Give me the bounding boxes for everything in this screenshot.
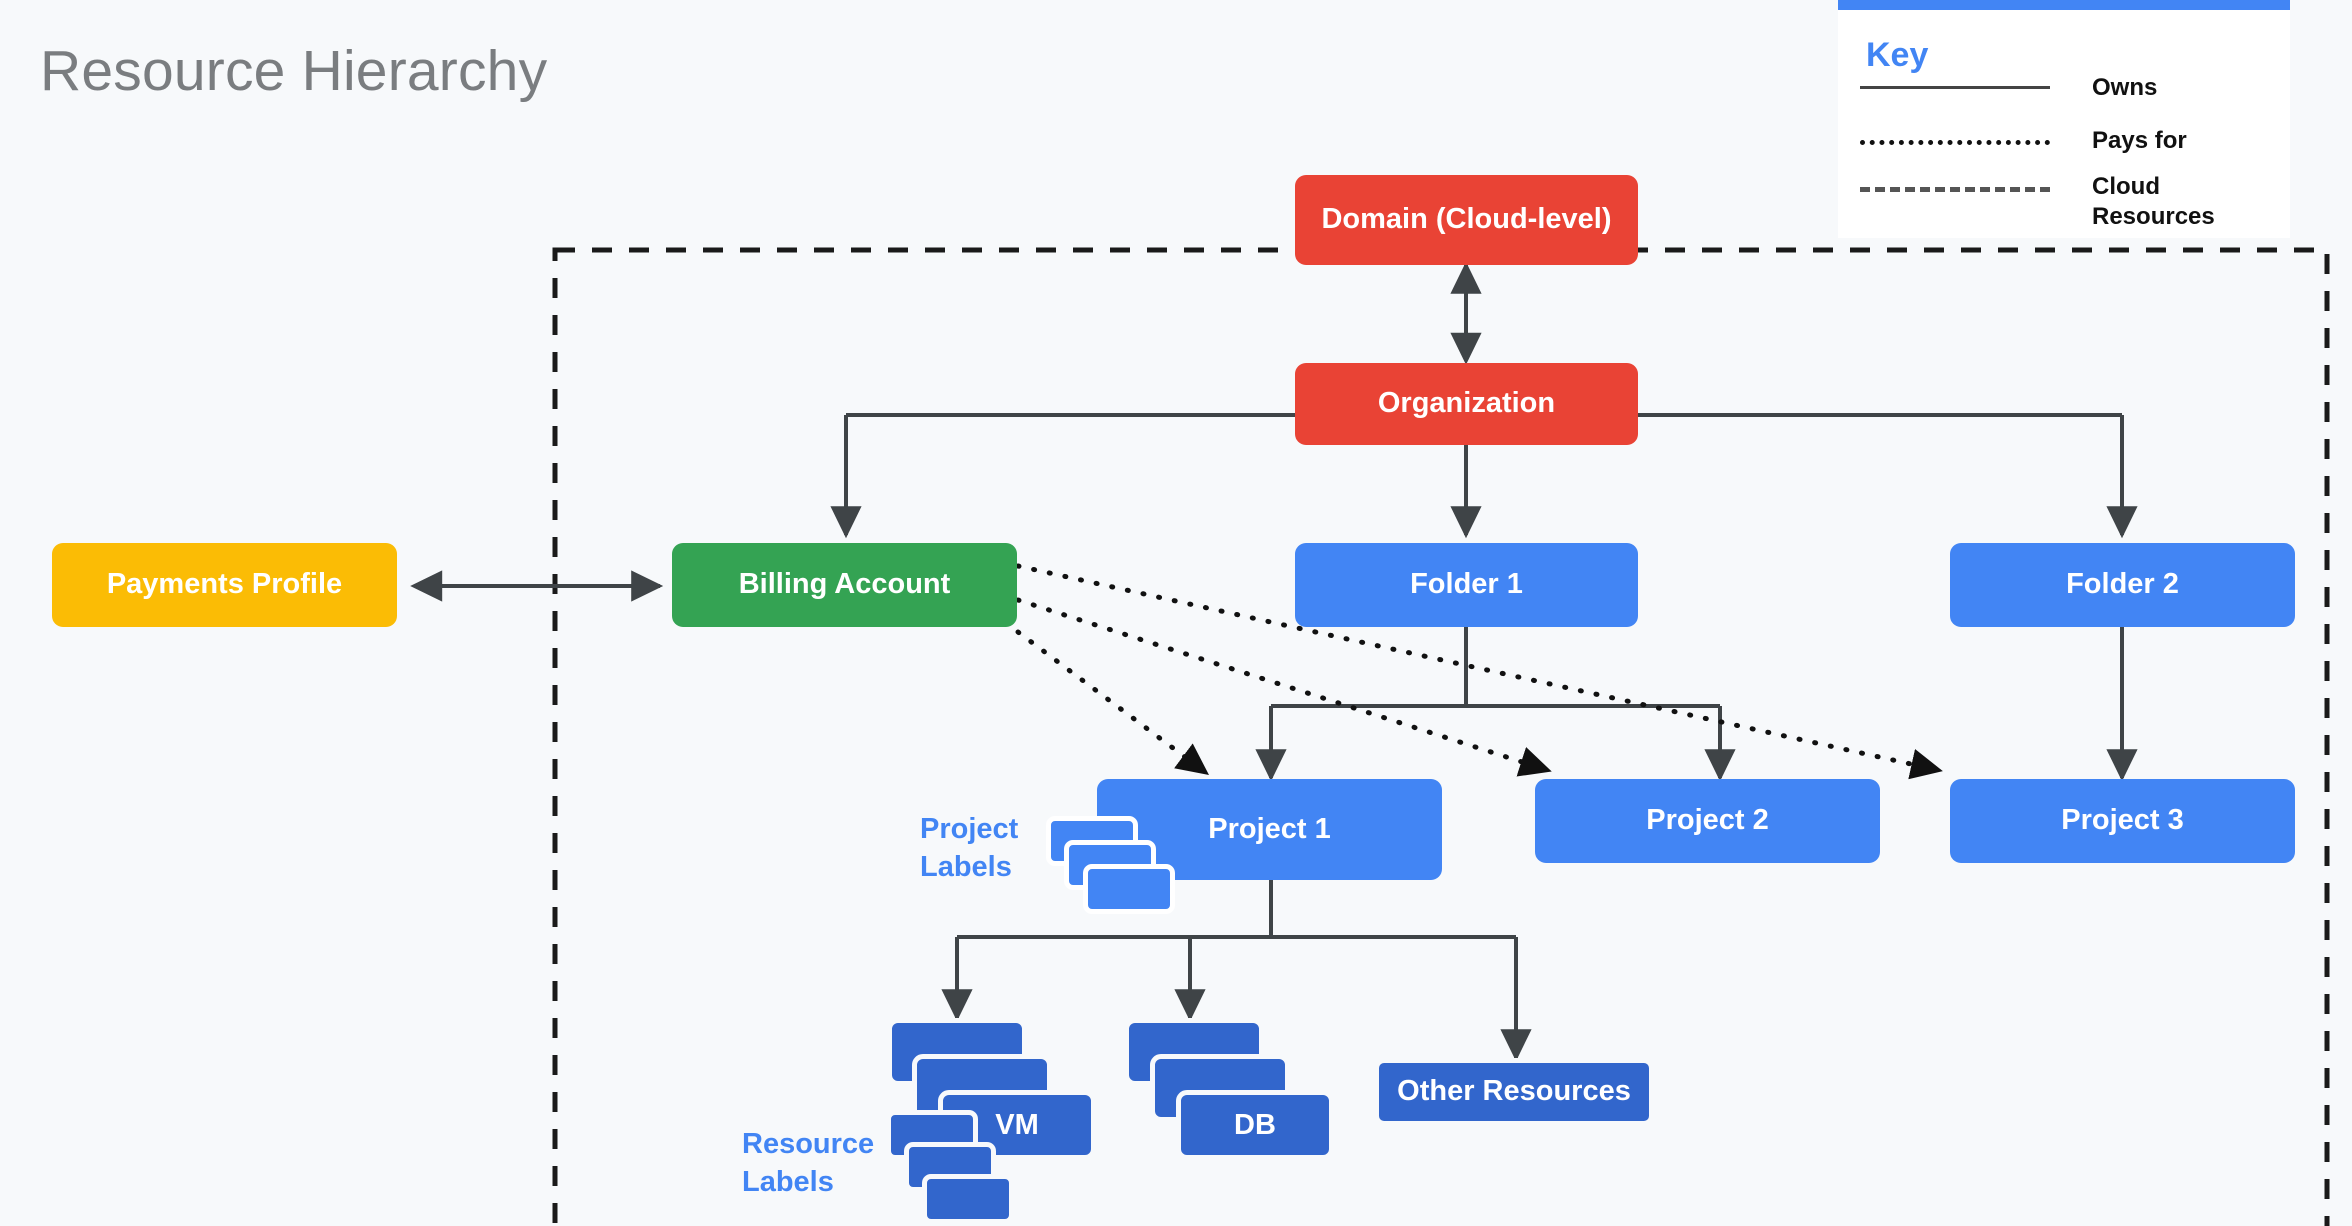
edge-billing-pays-project3 [1015,563,1943,780]
key-line-cloud-resources [1860,187,2050,192]
project-label-tile-3 [1083,864,1175,914]
node-domain[interactable]: Domain (Cloud-level) [1295,175,1638,265]
key-title: Key [1866,36,1929,74]
key-line-pays-for [1860,140,2050,145]
key-label-owns: Owns [2092,74,2158,101]
node-folder-2[interactable]: Folder 2 [1950,543,2295,627]
resource-labels-line-2: Labels [742,1166,834,1199]
node-db[interactable]: DB [1176,1090,1334,1160]
node-folder-1[interactable]: Folder 1 [1295,543,1638,627]
resource-labels-annotation: Resource Labels [742,1125,932,1202]
key-label-cloud-resources: Cloud Resources [2092,173,2215,230]
node-billing-account[interactable]: Billing Account [672,543,1017,627]
node-other-resources[interactable]: Other Resources [1374,1058,1654,1126]
node-payments-profile[interactable]: Payments Profile [52,543,397,627]
key-legend [1838,10,2290,238]
node-project-2[interactable]: Project 2 [1535,779,1880,863]
node-project-1[interactable]: Project 1 [1097,779,1442,880]
node-project-3[interactable]: Project 3 [1950,779,2295,863]
edge-billing-pays-project2 [1015,597,1552,777]
key-label-pays-for: Pays for [2092,127,2187,154]
key-line-owns [1860,86,2050,89]
project-labels-line-2: Labels [920,851,1012,884]
resource-labels-line-1: Resource [742,1128,875,1160]
project-labels-line-1: Project [920,813,1019,845]
edge-billing-pays-project1 [1015,629,1210,775]
page-title: Resource Hierarchy [40,39,548,103]
node-vm[interactable]: VM [938,1090,1096,1160]
node-organization[interactable]: Organization [1295,363,1638,445]
cloud-resources-boundary [552,247,2330,1226]
project-labels-annotation: Project Labels [920,810,1070,887]
resource-label-tile-3 [922,1174,1014,1224]
